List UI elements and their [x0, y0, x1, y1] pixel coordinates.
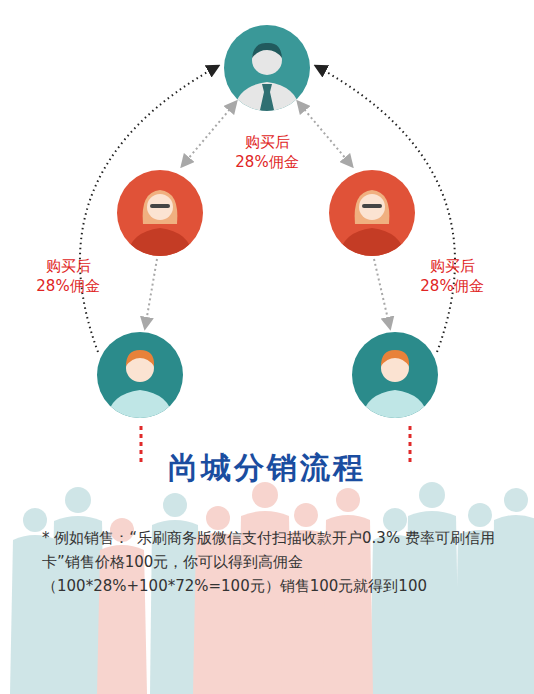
- continuation-dots: [409, 426, 412, 466]
- person-tie: [260, 84, 274, 114]
- commission-label: 购买后 28%佣金: [227, 132, 307, 173]
- upline-arrow: [80, 66, 218, 352]
- silhouette-body: [492, 515, 534, 694]
- crowd-silhouettes: [10, 482, 534, 694]
- person-head: [359, 194, 385, 220]
- person-hair: [143, 190, 178, 224]
- person-glasses: [362, 204, 382, 208]
- silhouette-head: [206, 506, 230, 530]
- level2-person: [97, 332, 183, 420]
- person-body: [362, 390, 428, 420]
- upline-arrow: [316, 66, 455, 352]
- referral-arrow: [374, 259, 390, 328]
- person-hair: [355, 190, 390, 224]
- silhouette-head: [383, 508, 407, 532]
- silhouette-head: [504, 488, 528, 512]
- silhouette-head: [163, 493, 187, 517]
- silhouette-head: [294, 503, 318, 527]
- referral-arrow: [145, 259, 157, 328]
- level2-person: [352, 332, 438, 420]
- person-body: [127, 228, 193, 258]
- level1-person: [329, 170, 415, 258]
- top-person: [224, 25, 310, 114]
- example-note: * 例如销售：“乐刷商务版微信支付扫描收款开户0.3% 费率可刷信用卡”销售价格…: [42, 526, 504, 598]
- silhouette-head: [23, 508, 47, 532]
- commission-arrow: [182, 102, 236, 166]
- person-body: [339, 228, 405, 258]
- silhouette-head: [252, 482, 278, 508]
- silhouette-head: [468, 503, 492, 527]
- silhouette-head: [336, 488, 360, 512]
- silhouette-head: [419, 482, 445, 508]
- commission-arrow: [298, 102, 352, 166]
- silhouette-head: [65, 487, 91, 513]
- level1-person: [117, 170, 203, 258]
- person-body: [107, 390, 173, 420]
- person-hair: [381, 350, 409, 366]
- person-hair: [252, 43, 282, 58]
- person-glasses: [150, 204, 170, 208]
- commission-label: 购买后 28%佣金: [28, 256, 108, 297]
- silhouette-teal: [10, 482, 534, 694]
- continuation-dots: [140, 426, 143, 466]
- person-head: [147, 194, 173, 220]
- diagram-title: 尚城分销流程: [0, 448, 534, 489]
- person-hair: [126, 350, 154, 366]
- commission-label: 购买后 28%佣金: [412, 256, 492, 297]
- flow-arrows: [80, 66, 455, 466]
